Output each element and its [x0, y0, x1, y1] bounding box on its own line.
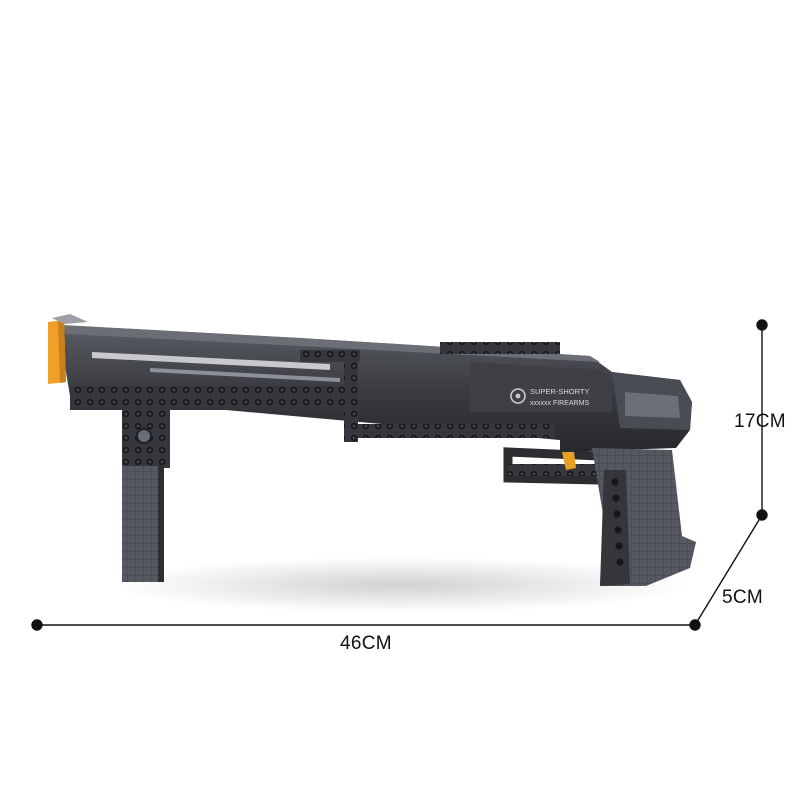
shotgun-model	[48, 314, 696, 586]
engraving-line1: SUPER-SHORTY	[530, 387, 589, 396]
height-endpoint-top	[756, 319, 768, 331]
height-label: 17CM	[734, 411, 786, 432]
receiver-plate	[470, 362, 612, 412]
floor-shadow	[110, 557, 690, 613]
pistol-grip-holes	[611, 478, 624, 566]
depth-line	[694, 514, 763, 626]
muzzle-tip	[52, 314, 88, 324]
stud-row-rear	[355, 424, 555, 438]
muzzle-cap-shade	[58, 320, 66, 383]
length-label: 46CM	[340, 633, 392, 654]
stud-row-top	[300, 350, 360, 362]
depth-label: 5CM	[722, 587, 764, 608]
foregrip-pivot	[136, 428, 152, 444]
pistol-grip-side	[600, 470, 630, 586]
stud-row-front	[70, 386, 350, 410]
barrel-highlight-2	[150, 368, 340, 382]
dimension-lines	[31, 319, 768, 631]
trigger	[562, 452, 576, 470]
engraving-line2: xxxxxx FIREARMS	[530, 400, 589, 407]
length-endpoint-left	[31, 619, 43, 631]
rear-block-shine	[625, 392, 680, 418]
foregrip-handle-edge	[158, 466, 164, 582]
stud-row-top-2	[440, 342, 560, 354]
foregrip-handle	[122, 466, 164, 582]
engraving-logo-dot	[515, 393, 521, 399]
trigger-guard-studs	[508, 464, 598, 476]
engraving-logo-icon	[510, 388, 526, 404]
stud-column	[344, 352, 358, 442]
barrel-highlight	[92, 352, 330, 370]
